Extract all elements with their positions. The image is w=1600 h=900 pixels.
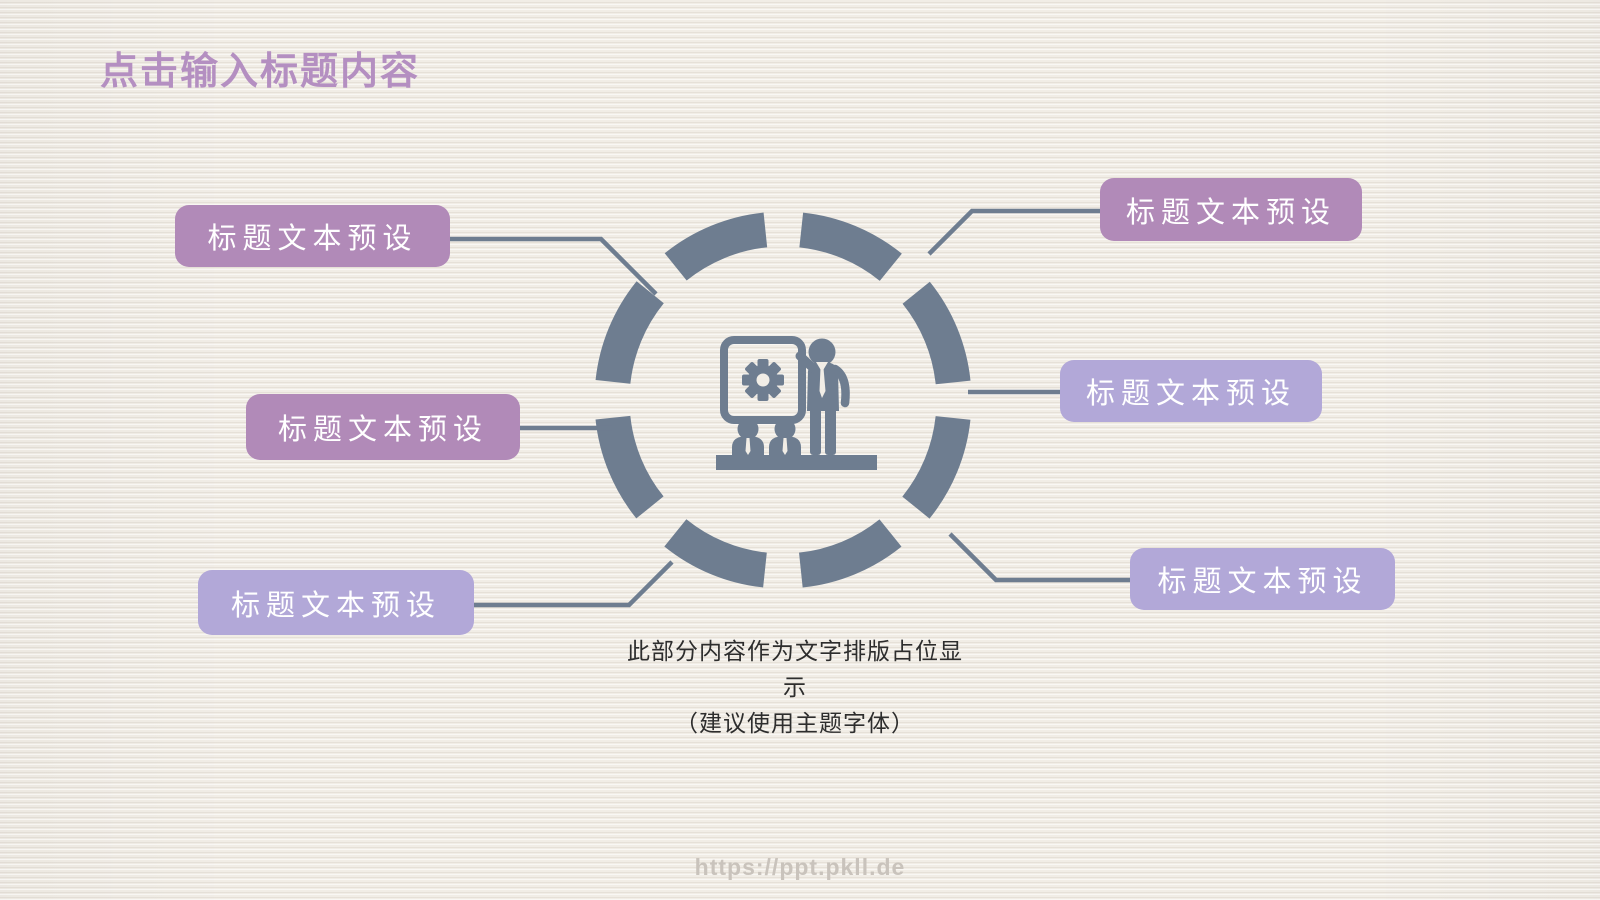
label-box-top-left[interactable]: 标题文本预设 bbox=[175, 205, 450, 267]
label-box-text: 标题文本预设 bbox=[207, 223, 418, 255]
connector-top-right bbox=[927, 208, 1102, 256]
label-box-text: 标题文本预设 bbox=[1157, 566, 1368, 598]
gear-icon bbox=[742, 359, 784, 401]
caption-line: （建议使用主题字体） bbox=[675, 711, 915, 736]
caption-line: 此部分内容作为文字排版占位显 bbox=[627, 639, 963, 664]
label-box-text: 标题文本预设 bbox=[1125, 196, 1336, 229]
connector-bottom-right bbox=[948, 532, 1132, 583]
connector-bottom-left bbox=[474, 560, 674, 608]
label-box-text: 标题文本预设 bbox=[1085, 378, 1296, 410]
label-box-middle-right[interactable]: 标题文本预设 bbox=[1060, 360, 1322, 422]
label-box-text: 标题文本预设 bbox=[277, 414, 488, 446]
audience-figures-icon bbox=[732, 418, 801, 456]
presenter-figure-icon bbox=[795, 338, 850, 455]
label-box-bottom-right[interactable]: 标题文本预设 bbox=[1130, 548, 1395, 610]
label-box-text: 标题文本预设 bbox=[230, 589, 441, 622]
watermark-url: https://ppt.pkll.de bbox=[694, 854, 906, 880]
segmented-ring-icon bbox=[594, 211, 972, 589]
caption-line: 示 bbox=[783, 675, 807, 700]
connector-top-left bbox=[450, 236, 658, 296]
label-box-bottom-left[interactable]: 标题文本预设 bbox=[198, 570, 474, 635]
label-box-top-right[interactable]: 标题文本预设 bbox=[1100, 178, 1362, 241]
base-bar bbox=[716, 455, 877, 470]
page-title[interactable]: 点击输入标题内容 bbox=[100, 51, 421, 93]
label-box-middle-left[interactable]: 标题文本预设 bbox=[246, 394, 520, 460]
caption-placeholder[interactable]: 此部分内容作为文字排版占位显 示 （建议使用主题字体） bbox=[570, 634, 1020, 742]
whiteboard-icon bbox=[720, 336, 806, 424]
presentation-trainer-icon bbox=[716, 336, 877, 470]
